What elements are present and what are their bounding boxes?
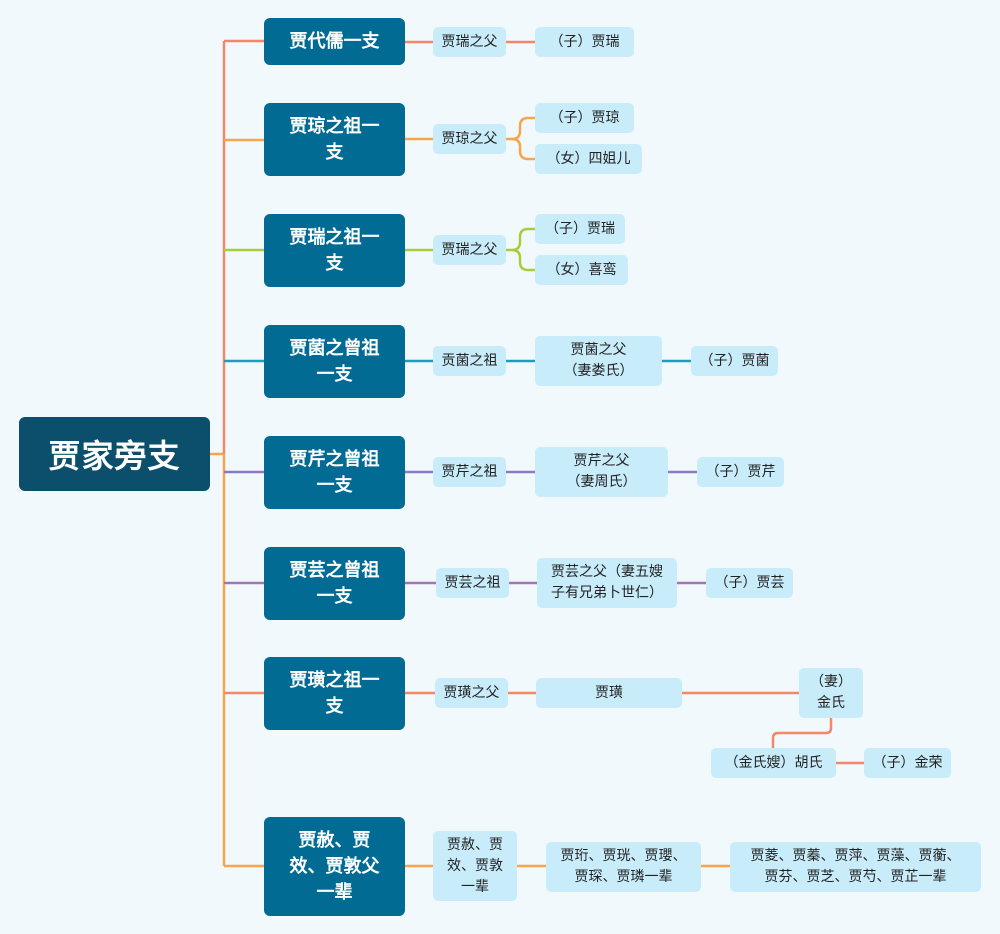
branch-she-generation[interactable]: 贾赦、贾 效、贾敦父 一辈 [264, 817, 405, 916]
connector-14 [506, 116, 535, 141]
node-son-jun[interactable]: （子）贾菌 [691, 346, 778, 376]
node-qin-grandfather[interactable]: 贾芹之祖 [433, 457, 506, 487]
node-ling-generation[interactable]: 贾菱、贾蓁、贾萍、贾藻、贾蘅、 贾芬、贾芝、贾芍、贾芷一辈 [730, 842, 981, 892]
node-heng-generation[interactable]: 贾珩、贾珖、贾瓔、 贾琛、贾璘一辈 [546, 842, 701, 892]
node-jun-father[interactable]: 贾菌之父 （妻娄氏） [535, 336, 662, 386]
node-yun-grandfather[interactable]: 贾芸之祖 [436, 568, 509, 598]
node-hu-shi[interactable]: （金氏嫂）胡氏 [711, 748, 836, 778]
node-qiong-father[interactable]: 贾琼之父 [433, 124, 506, 154]
connector-15 [511, 137, 535, 161]
branch-daiiru[interactable]: 贾代儒一支 [264, 18, 405, 65]
branch-rui-grandfather[interactable]: 贾瑞之祖一 支 [264, 214, 405, 287]
node-wife-jin[interactable]: （妻） 金氏 [799, 668, 863, 718]
node-huang-father[interactable]: 贾璜之父 [435, 678, 508, 708]
node-daughter-sijie[interactable]: （女）四姐儿 [535, 144, 642, 174]
branch-qin-greatgrandfather[interactable]: 贾芹之曾祖 一支 [264, 436, 405, 509]
node-son-jinrong[interactable]: （子）金荣 [864, 748, 951, 778]
node-rui2-father[interactable]: 贾瑞之父 [433, 235, 506, 265]
node-rui-father[interactable]: 贾瑞之父 [433, 27, 506, 57]
branch-yun-greatgrandfather[interactable]: 贾芸之曾祖 一支 [264, 547, 405, 620]
branch-jun-greatgrandfather[interactable]: 贾菌之曾祖 一支 [264, 325, 405, 398]
node-qin-father[interactable]: 贾芹之父 （妻周氏） [535, 447, 668, 497]
node-jun-grandfather[interactable]: 贡菌之祖 [433, 346, 506, 376]
branch-huang-grandfather[interactable]: 贾璜之祖一 支 [264, 657, 405, 730]
node-yun-father[interactable]: 贾芸之父（妻五嫂 子有兄弟卜世仁） [537, 558, 677, 608]
node-son-qin[interactable]: （子）贾芹 [697, 457, 784, 487]
node-son-rui2[interactable]: （子）贾瑞 [535, 214, 625, 244]
node-she-generation[interactable]: 贾赦、贾 效、贾敦 一辈 [433, 831, 517, 901]
connector-18 [511, 248, 535, 272]
node-son-rui[interactable]: （子）贾瑞 [535, 27, 634, 57]
node-son-qiong[interactable]: （子）贾琼 [535, 103, 634, 133]
connector-17 [506, 227, 535, 252]
connector-31 [771, 718, 833, 748]
branch-qiong-grandfather[interactable]: 贾琼之祖一 支 [264, 103, 405, 176]
node-son-yun[interactable]: （子）贾芸 [706, 568, 793, 598]
node-daughter-xiluan[interactable]: （女）喜鸾 [535, 255, 628, 285]
root-node[interactable]: 贾家旁支 [19, 417, 210, 491]
node-jia-huang[interactable]: 贾璜 [536, 678, 682, 708]
